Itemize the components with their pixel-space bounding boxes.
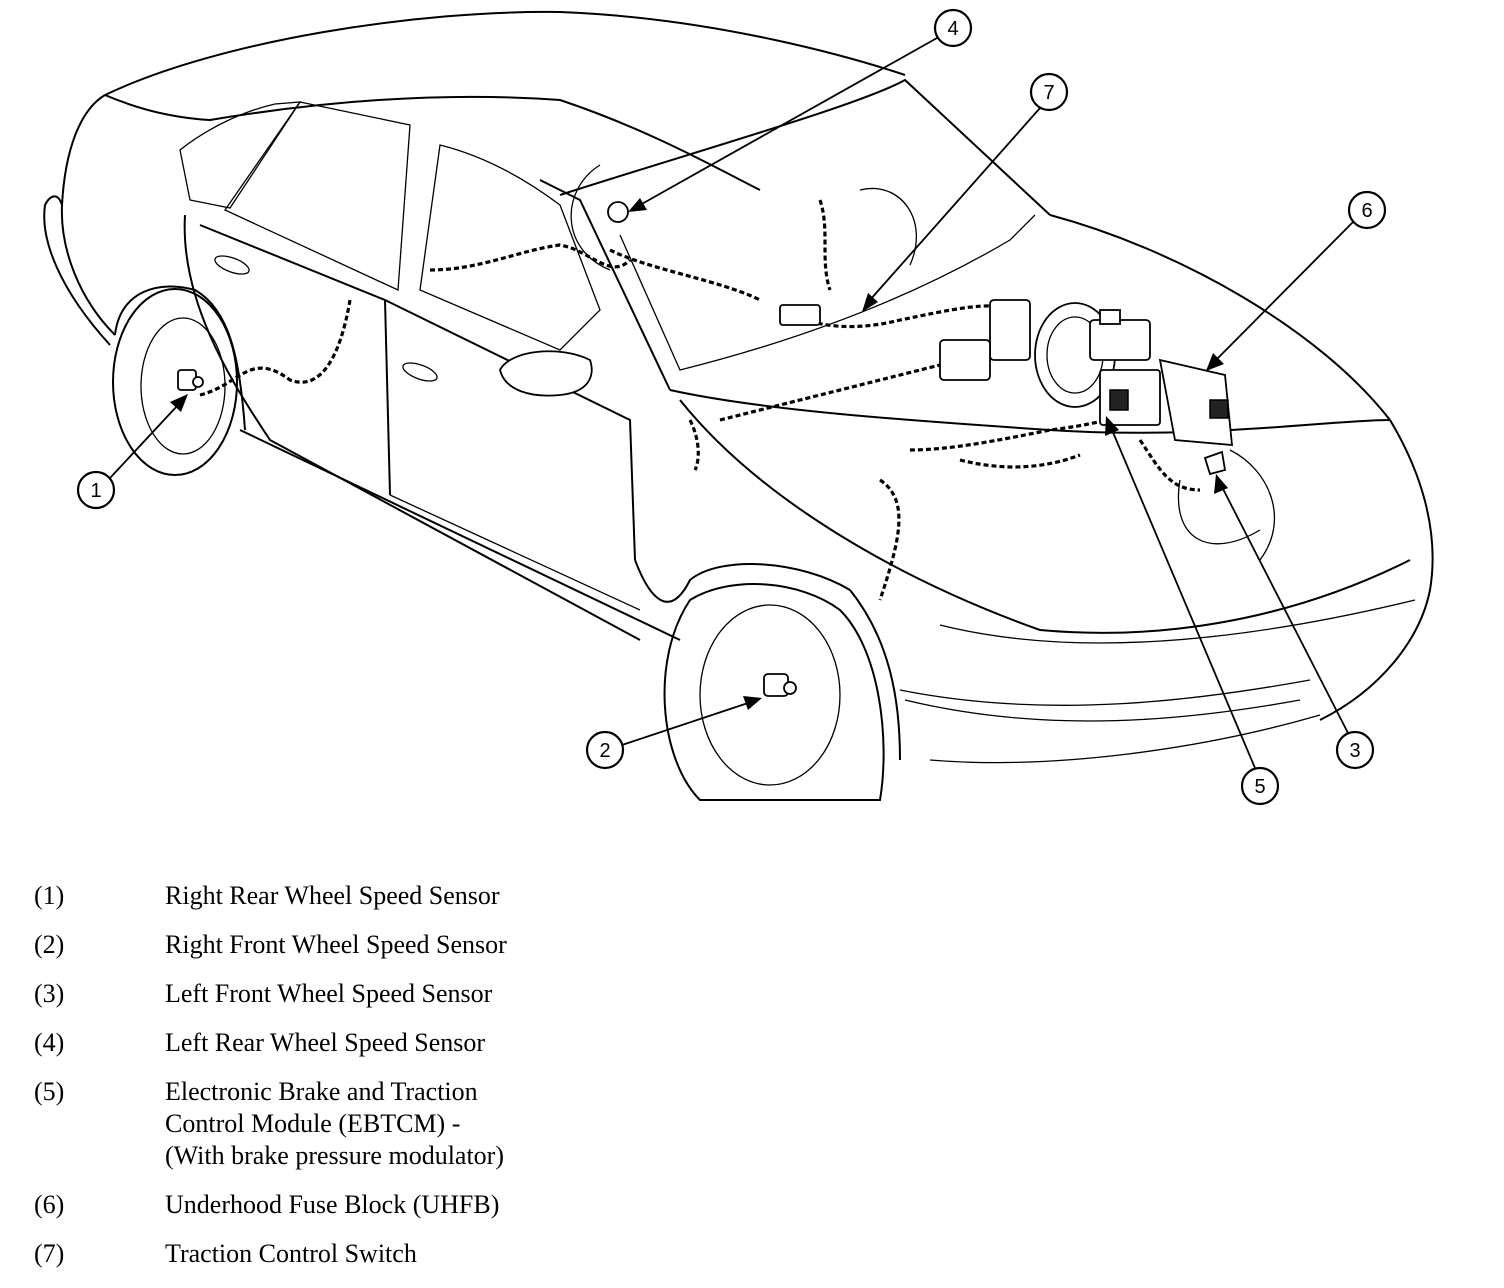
right-rear-sensor-shape xyxy=(177,369,204,391)
callout-1: 1 xyxy=(76,394,188,510)
front-wheel xyxy=(663,583,885,801)
legend-item-number: (4) xyxy=(34,1028,65,1057)
master-cylinder xyxy=(1089,309,1151,361)
legend-item-label: Electronic Brake and Traction Control Mo… xyxy=(165,1077,505,1170)
left-rear-sensor-shape xyxy=(607,201,629,223)
far-front-wheel xyxy=(1177,449,1276,561)
legend-item-label: Right Front Wheel Speed Sensor xyxy=(165,930,507,959)
legend-item-number: (1) xyxy=(34,881,65,910)
traction-switch-unit xyxy=(779,304,821,326)
legend-item-label: Left Rear Wheel Speed Sensor xyxy=(165,1028,486,1057)
legend-item-number: (7) xyxy=(34,1239,65,1268)
callout-3: 3 xyxy=(1214,474,1375,770)
callout-1-number: 1 xyxy=(90,480,101,502)
engine-components xyxy=(939,299,1031,381)
callout-5-number: 5 xyxy=(1254,776,1265,798)
vehicle-component-diagram: 1 2 3 4 5 6 xyxy=(43,8,1434,806)
legend-item-number: (3) xyxy=(34,979,65,1008)
right-front-sensor-shape xyxy=(763,673,797,697)
legend-item-number: (5) xyxy=(34,1077,65,1106)
callout-2: 2 xyxy=(585,696,762,770)
callout-6: 6 xyxy=(1206,190,1387,371)
car-body xyxy=(43,10,1434,764)
legend-item-number: (2) xyxy=(34,930,65,959)
callout-3-number: 3 xyxy=(1349,740,1360,762)
callout-2-number: 2 xyxy=(599,740,610,762)
fuse-block-unit xyxy=(1158,358,1234,446)
rear-wheel xyxy=(112,288,238,476)
legend-item-number: (6) xyxy=(34,1190,65,1219)
legend-item-label: Left Front Wheel Speed Sensor xyxy=(165,979,493,1008)
callout-5: 5 xyxy=(1105,416,1280,806)
callout-4-number: 4 xyxy=(947,18,958,40)
legend-item-label: Underhood Fuse Block (UHFB) xyxy=(165,1190,500,1219)
callout-7-number: 7 xyxy=(1043,82,1054,104)
callout-6-number: 6 xyxy=(1361,200,1372,222)
legend-item-label: Traction Control Switch xyxy=(165,1239,417,1268)
callout-7: 7 xyxy=(862,72,1069,312)
legend-item-label: Right Rear Wheel Speed Sensor xyxy=(165,881,500,910)
left-front-sensor-shape xyxy=(1203,450,1227,476)
component-legend: (1) Right Rear Wheel Speed Sensor (2) Ri… xyxy=(0,872,1504,1282)
car-line-drawing: 1 2 3 4 5 6 xyxy=(43,8,1434,806)
callout-4: 4 xyxy=(628,8,973,212)
ebtcm-unit xyxy=(1099,369,1161,426)
wiring-harness xyxy=(199,199,1201,601)
